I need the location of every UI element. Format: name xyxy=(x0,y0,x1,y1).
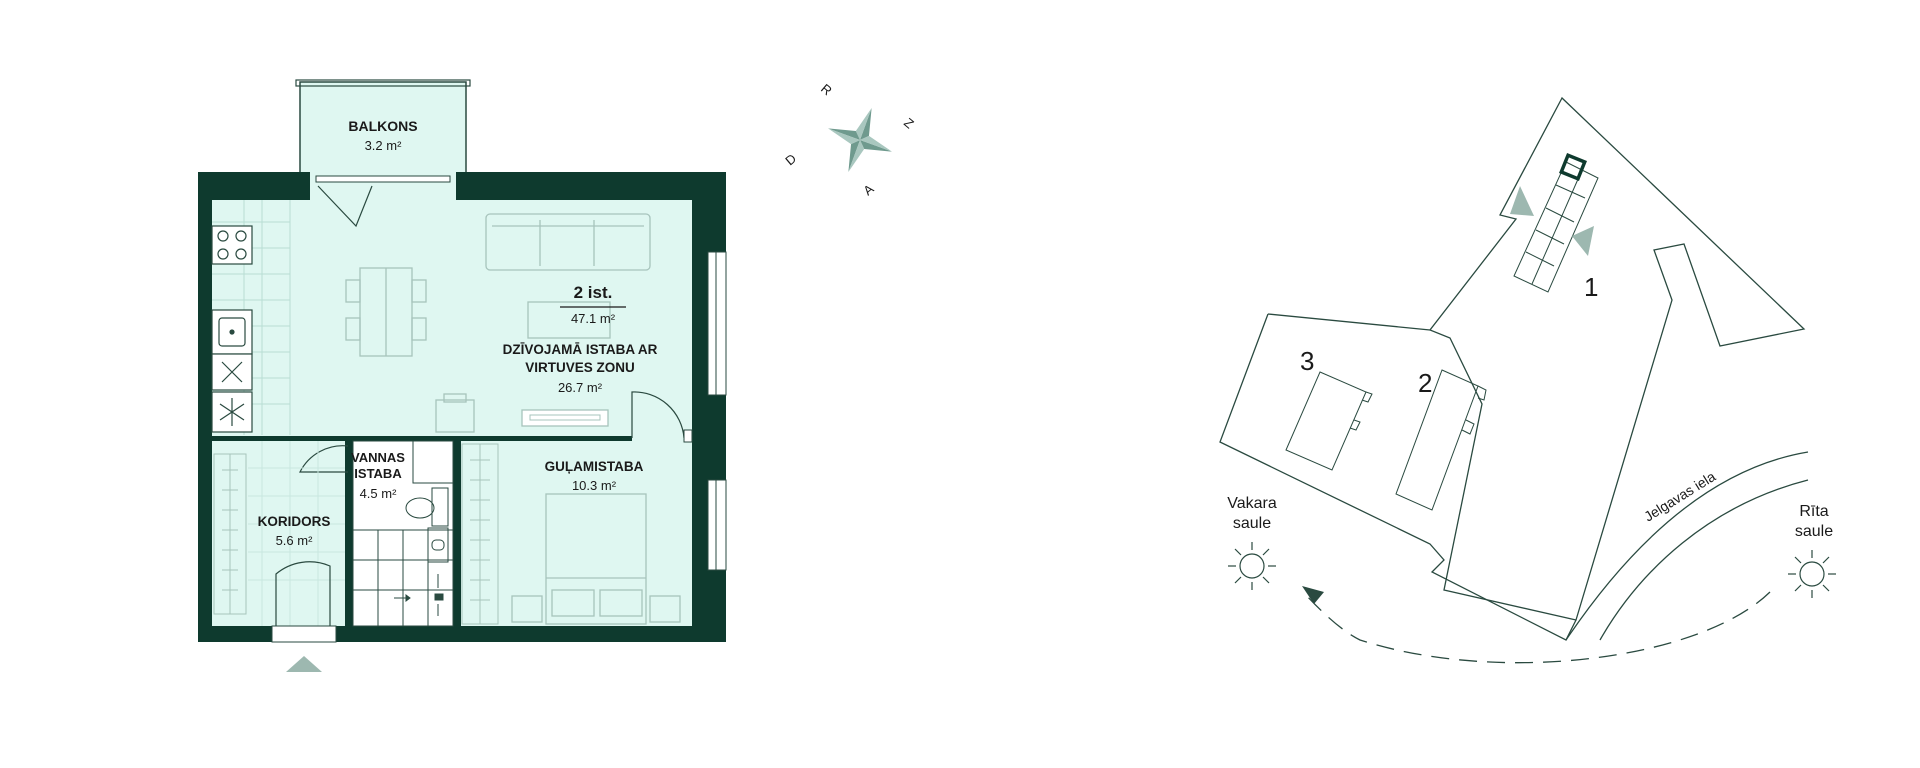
floor-plan: BALKONS 3.2 m² 2 ist. 47.1 m² DZĪVOJAMĀ … xyxy=(198,79,727,672)
living-name-line1: DZĪVOJAMĀ ISTABA AR xyxy=(503,342,658,357)
bedroom-wardrobe xyxy=(461,443,499,625)
compass-north-label: Z xyxy=(901,115,917,132)
bathroom-name-line1: VANNAS xyxy=(351,450,405,465)
evening-sun-icon xyxy=(1228,542,1276,590)
entrance-arrow-icon xyxy=(286,656,322,672)
building-1 xyxy=(1513,161,1599,293)
bathroom-name-line2: ISTABA xyxy=(354,466,402,481)
plot-boundary-lower xyxy=(1219,313,1577,641)
sun-path-arc xyxy=(1305,591,1771,664)
evening-sun-label-line2: saule xyxy=(1233,515,1271,532)
corridor-wardrobe xyxy=(213,453,247,615)
coffee-table xyxy=(527,301,611,339)
street-edge-inner xyxy=(1599,479,1809,641)
site-plan xyxy=(1219,96,1809,664)
building-2 xyxy=(1395,369,1487,511)
living-door-swing xyxy=(631,391,685,439)
tv-unit xyxy=(521,409,609,427)
interior-walls xyxy=(212,436,694,626)
bedroom-name: GUĻAMISTABA xyxy=(545,459,644,474)
view-arrow-icon-right xyxy=(1572,226,1594,256)
entrance-door-swing xyxy=(275,561,331,626)
kitchen-counter xyxy=(211,225,253,433)
bedroom-area-label: 10.3 m² xyxy=(572,478,617,493)
morning-sun-icon xyxy=(1788,550,1836,598)
building-2-label: 2 xyxy=(1418,368,1432,398)
evening-sun-label-line1: Vakara xyxy=(1227,495,1277,512)
window-bedroom xyxy=(707,479,727,571)
morning-sun-label-line2: saule xyxy=(1795,523,1833,540)
living-name-line2: VIRTUVES ZONU xyxy=(525,360,635,375)
street-edge-outer xyxy=(1565,451,1809,641)
compass-west-label: R xyxy=(818,81,835,99)
compass-rose xyxy=(828,108,892,172)
shower-flow-arrows xyxy=(394,574,444,616)
balcony-door-swing xyxy=(317,185,373,228)
bathroom-area-label: 4.5 m² xyxy=(360,486,398,501)
apartment-total-area: 47.1 m² xyxy=(571,311,616,326)
sofa xyxy=(485,213,651,271)
balcony-area xyxy=(299,81,467,183)
street-name: Jelgavas iela xyxy=(1641,468,1718,525)
sun-path-arrowhead-icon xyxy=(1302,586,1324,604)
morning-sun-label-line1: Rīta xyxy=(1799,503,1828,520)
plot-boundary-upper xyxy=(1428,96,1806,621)
compass-south-label: D xyxy=(782,151,799,169)
armchair xyxy=(435,393,475,433)
living-area-label: 26.7 m² xyxy=(558,380,603,395)
apartment-location-marker xyxy=(1559,153,1587,181)
double-bed xyxy=(511,493,681,625)
corridor-area-label: 5.6 m² xyxy=(276,533,314,548)
apartment-rooms: 2 ist. xyxy=(574,283,613,302)
window-living xyxy=(707,251,727,396)
compass-east-label: A xyxy=(860,181,877,198)
building-3 xyxy=(1285,371,1373,471)
building-3-label: 3 xyxy=(1300,346,1314,376)
balcony-name: BALKONS xyxy=(348,118,417,134)
dining-table xyxy=(345,267,427,357)
corridor-name: KORIDORS xyxy=(258,514,331,529)
building-1-label: 1 xyxy=(1584,272,1598,302)
view-arrow-icon-left xyxy=(1510,186,1534,216)
balcony-area-label: 3.2 m² xyxy=(365,138,403,153)
